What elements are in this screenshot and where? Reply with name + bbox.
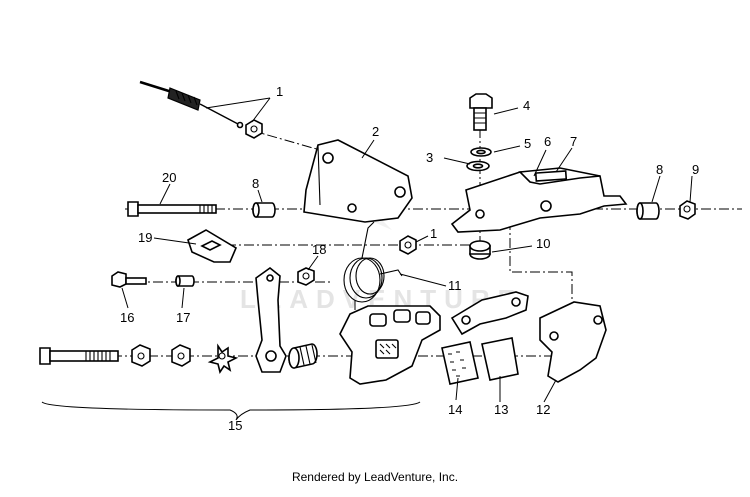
clip bbox=[187, 229, 238, 263]
nut-18 bbox=[297, 267, 315, 286]
callout-19: 19 bbox=[138, 230, 152, 245]
star-washer bbox=[207, 343, 239, 374]
callout-1-lower: 1 bbox=[430, 226, 437, 241]
leader-lines bbox=[121, 97, 693, 403]
callout-8-right: 8 bbox=[656, 162, 663, 177]
callout-3: 3 bbox=[426, 150, 433, 165]
rendered-by-footer: Rendered by LeadVenture, Inc. bbox=[291, 470, 459, 484]
callout-12: 12 bbox=[536, 402, 550, 417]
upper-bracket bbox=[303, 139, 413, 223]
spacer-right bbox=[636, 202, 660, 220]
adjusting-screw-with-spring bbox=[139, 80, 244, 129]
callout-9: 9 bbox=[692, 162, 699, 177]
long-bolt bbox=[127, 201, 217, 217]
friction-plate bbox=[450, 291, 529, 336]
callout-14: 14 bbox=[448, 402, 462, 417]
lever-bracket bbox=[450, 167, 628, 233]
small-spacer bbox=[175, 275, 195, 287]
callout-8-left: 8 bbox=[252, 176, 259, 191]
callout-6: 6 bbox=[544, 134, 551, 149]
callout-2: 2 bbox=[372, 124, 379, 139]
spacer-left bbox=[252, 202, 276, 218]
bushing bbox=[469, 240, 491, 260]
threaded-bushing bbox=[288, 343, 318, 369]
nut bbox=[245, 119, 263, 139]
callout-17: 17 bbox=[176, 310, 190, 325]
callout-16: 16 bbox=[120, 310, 134, 325]
callout-18: 18 bbox=[312, 242, 326, 257]
callout-10: 10 bbox=[536, 236, 550, 251]
nut-lower bbox=[399, 235, 417, 255]
washer bbox=[470, 147, 492, 157]
callout-13: 13 bbox=[494, 402, 508, 417]
lever-arm bbox=[255, 266, 287, 373]
callout-4: 4 bbox=[523, 98, 530, 113]
callout-numbers: 1 2 3 4 5 6 7 8 9 10 11 12 13 14 15 16 1… bbox=[120, 84, 699, 433]
lock-washer bbox=[466, 160, 490, 172]
callout-7: 7 bbox=[570, 134, 577, 149]
callout-11: 11 bbox=[448, 278, 462, 293]
flanged-nut bbox=[131, 344, 151, 367]
hex-nut bbox=[171, 344, 191, 367]
callout-1: 1 bbox=[276, 84, 283, 99]
governor-bracket bbox=[339, 305, 441, 385]
callout-5: 5 bbox=[524, 136, 531, 151]
pad-plate bbox=[481, 337, 519, 381]
friction-pad bbox=[441, 341, 479, 385]
callout-20: 20 bbox=[162, 170, 176, 185]
screw bbox=[469, 93, 493, 131]
nut-right bbox=[679, 200, 696, 220]
side-plate bbox=[539, 301, 607, 383]
callout-15: 15 bbox=[228, 418, 242, 433]
group-15-brace bbox=[41, 401, 421, 421]
long-screw bbox=[39, 347, 119, 365]
small-screw bbox=[111, 271, 147, 288]
